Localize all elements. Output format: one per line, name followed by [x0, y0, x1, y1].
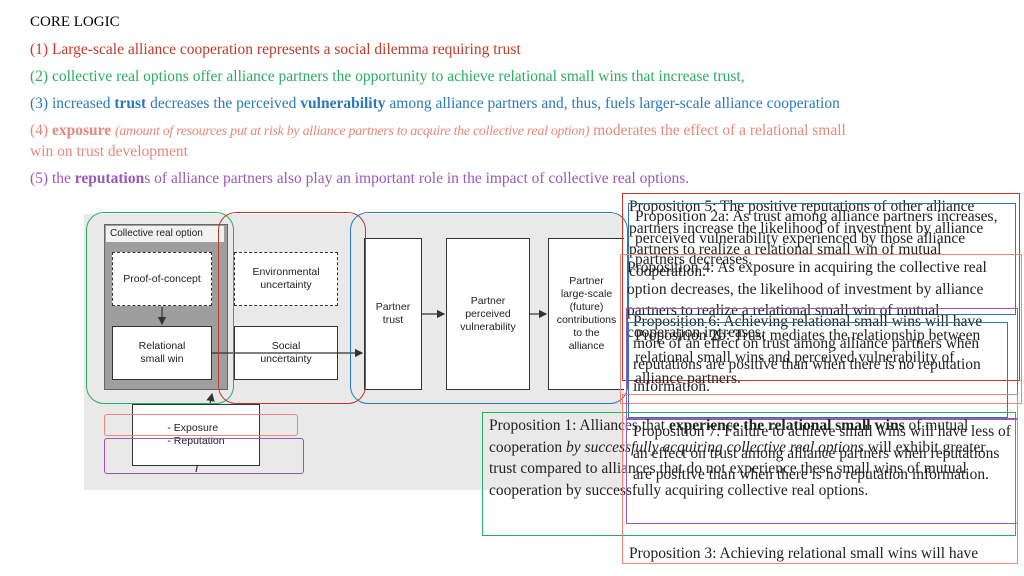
prop-italic: by successfully acquiring collective rea… [566, 438, 864, 456]
logic-num: (1) [30, 41, 49, 58]
page-title: CORE LOGIC [30, 14, 120, 30]
logic-text: decreases the perceived [146, 95, 301, 112]
prop-text: will exhibit greater trust compared to a… [489, 438, 986, 499]
large-scale-contributions-box: Partner large-scale (future) contributio… [548, 238, 624, 390]
logic-italic: (amount of resources put at risk by alli… [114, 124, 590, 139]
logic-num: (3) [30, 95, 49, 112]
logic-text: collective real options offer alliance p… [51, 68, 745, 85]
logic-text: s of alliance partners also play an impo… [144, 170, 690, 187]
logic-bold: trust [114, 95, 147, 112]
box-line: uncertainty [260, 279, 312, 291]
logic-bold: reputation [74, 170, 145, 187]
proof-of-concept-box: Proof-of-concept [112, 252, 212, 306]
logic-bold: exposure [51, 122, 112, 139]
logic-item-5: (5) the reputations of alliance partners… [30, 169, 689, 189]
box-line: Partner [470, 294, 506, 307]
logic-item-4-cont: win on trust development [30, 143, 188, 160]
box-line: small win [140, 353, 184, 365]
prop-text: Proposition 1: Alliances that [489, 417, 669, 434]
proposition-4: Proposition 4: As exposure in acquiring … [620, 254, 1022, 404]
proposition-6: Proposition 6: Achieving relational smal… [626, 308, 1018, 420]
highlight-green [86, 212, 234, 404]
box-line: perceived [465, 307, 511, 320]
box-line: alliance [568, 340, 605, 352]
logic-text: Large-scale alliance cooperation represe… [51, 41, 521, 58]
logic-text: increased [51, 95, 115, 112]
box-line: Environmental [252, 266, 320, 278]
box-line: large-scale [560, 288, 613, 300]
logic-item-3: (3) increased trust decreases the percei… [30, 94, 840, 114]
logic-item-1: (1) Large-scale alliance cooperation rep… [30, 40, 521, 60]
box-line: - Exposure [167, 422, 219, 434]
proposition-2a: Proposition 2a: As trust among alliance … [628, 203, 1016, 315]
box-line: uncertainty [260, 353, 312, 365]
logic-bold: vulnerability [300, 95, 386, 112]
highlight-red [218, 212, 366, 404]
group-title: Collective real option [106, 226, 224, 242]
proposition-5: Proposition 5: The positive reputations … [622, 193, 1020, 381]
box-line: trust [382, 314, 404, 326]
box-line: vulnerability [460, 320, 516, 333]
box-line: contributions [556, 314, 617, 326]
logic-item-4: (4) exposure (amount of resources put at… [30, 121, 846, 142]
logic-item-2: (2) collective real options offer allian… [30, 67, 745, 87]
box-line: Social [271, 340, 301, 352]
prop-bold: experience the relational small wins [668, 417, 905, 434]
highlight-purple [104, 438, 304, 474]
proposition-3: Proposition 3: Achieving relational smal… [622, 394, 1018, 564]
logic-num: (2) [30, 68, 49, 85]
logic-text: the [51, 170, 75, 187]
highlight-blue [350, 212, 628, 404]
prop-text: of mutual cooperation [489, 417, 969, 456]
logic-text: moderates the effect of a relational sma… [589, 122, 846, 139]
box-line: Relational [138, 340, 186, 352]
box-line: Partner [375, 301, 411, 313]
logic-num: (4) [30, 122, 49, 139]
proposition-1: Proposition 1: Alliances that experience… [482, 412, 1016, 536]
proposition-2b: Proposition 2b: Trust mediates the relat… [628, 322, 1008, 418]
logic-num: (5) [30, 170, 49, 187]
box-line: (future) [569, 301, 604, 313]
highlight-salmon [104, 414, 298, 436]
box-line: Partner [569, 275, 604, 287]
logic-text: among alliance partners and, thus, fuels… [385, 95, 840, 112]
box-line: to the [573, 327, 600, 339]
